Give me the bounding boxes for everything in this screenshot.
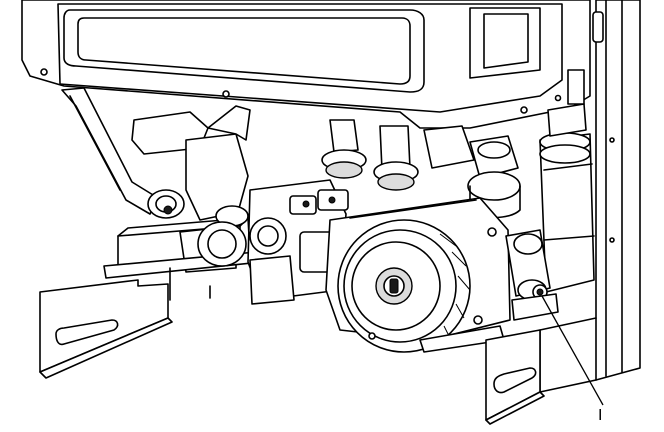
left-mounting-bracket <box>39 267 211 379</box>
callout-label: I <box>598 407 603 424</box>
drain-valve-connection <box>505 229 559 321</box>
heat-exchanger-housing <box>21 0 591 129</box>
right-cylinder <box>539 69 595 293</box>
right-casing-panel <box>539 0 641 393</box>
right-mounting-bracket <box>485 329 545 425</box>
callout-leader-line <box>541 295 604 406</box>
pipework <box>131 105 521 221</box>
circulation-pump <box>325 197 511 353</box>
pump-fins <box>439 233 471 339</box>
left-flue-pipe <box>61 87 185 219</box>
gas-valve <box>197 179 349 305</box>
